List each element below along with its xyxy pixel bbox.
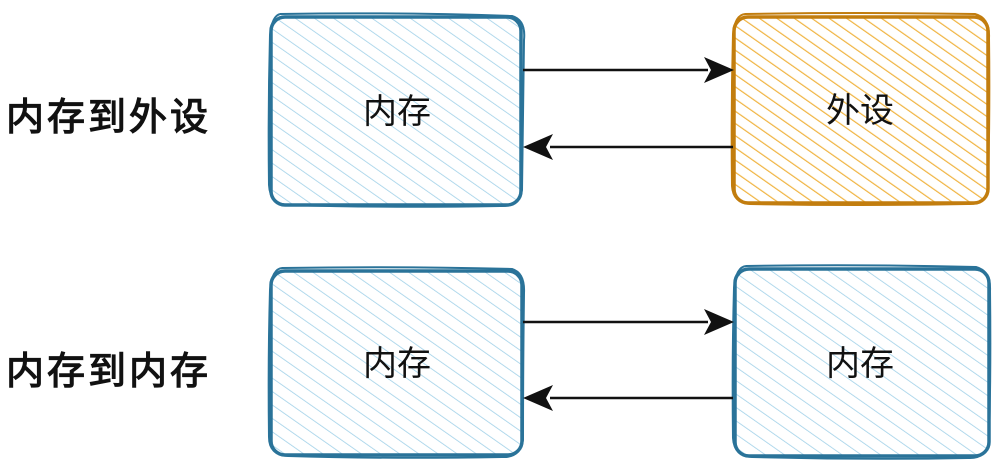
box-memory-row2-left: 内存 [267, 266, 526, 459]
box-peripheral-row1-label: 外设 [826, 91, 894, 131]
box-memory-row1: 内存 [267, 12, 526, 208]
arrow-row2-to-right-memory [523, 309, 734, 335]
arrow-row1-to-memory [523, 134, 733, 160]
box-memory-row1-shape [269, 15, 523, 207]
box-memory-row2-right: 内存 [731, 264, 992, 460]
box-memory-row2-left-shape [269, 269, 524, 457]
box-memory-row2-right-shape [733, 267, 991, 458]
box-memory-row1-label: 内存 [363, 92, 431, 132]
box-memory-row2-right-label: 内存 [826, 344, 894, 384]
row-label-memory-to-memory: 内存到内存 [6, 348, 212, 393]
box-memory-row2-left-sketch [267, 266, 526, 459]
box-peripheral-row1-shape [732, 15, 990, 205]
box-memory-row2-left-label: 内存 [363, 344, 431, 384]
arrow-row1-to-peripheral [523, 57, 734, 83]
arrow-row2-to-left-memory [523, 385, 733, 411]
box-memory-row2-right-sketch [731, 264, 992, 460]
box-memory-row1-sketch [267, 12, 526, 208]
box-peripheral-row1: 外设 [730, 12, 991, 206]
box-peripheral-row1-sketch [730, 12, 991, 206]
row-label-memory-to-peripheral: 内存到外设 [6, 94, 212, 139]
